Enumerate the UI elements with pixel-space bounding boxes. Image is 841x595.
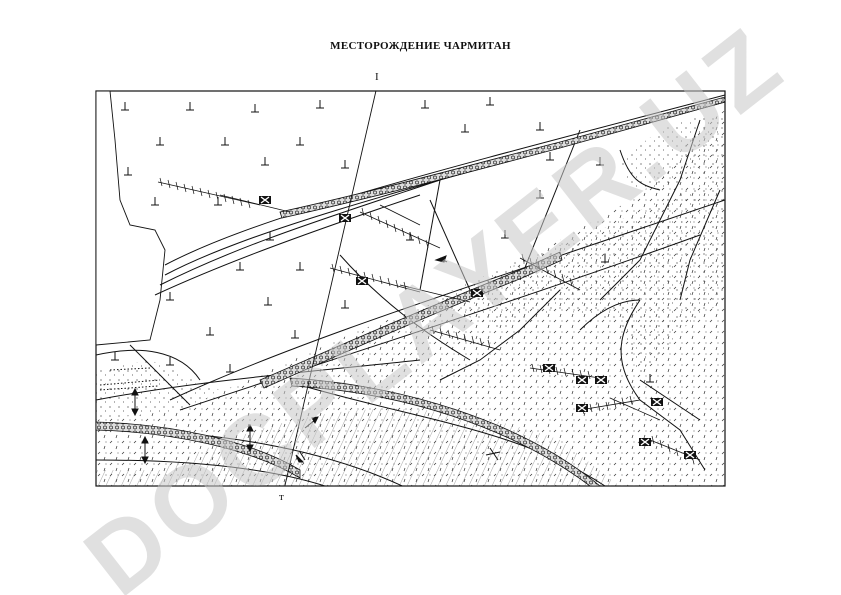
western-bay — [96, 91, 166, 346]
profile-label-top: I — [375, 71, 379, 83]
profile-line — [284, 91, 377, 486]
dotted-belt — [620, 115, 725, 190]
conglomerate-band-north — [279, 96, 725, 219]
dip-arrow-symbols — [131, 255, 501, 465]
map-title: МЕСТОРОЖДЕНИЕ ЧАРМИТАН — [330, 40, 511, 52]
conglomerate-band-middle — [259, 251, 563, 389]
conglomerate-band-west — [96, 421, 301, 479]
profile-label-bottom: т — [279, 491, 284, 503]
sedimentary-area — [96, 110, 725, 486]
conglomerate-band-south — [289, 377, 601, 486]
